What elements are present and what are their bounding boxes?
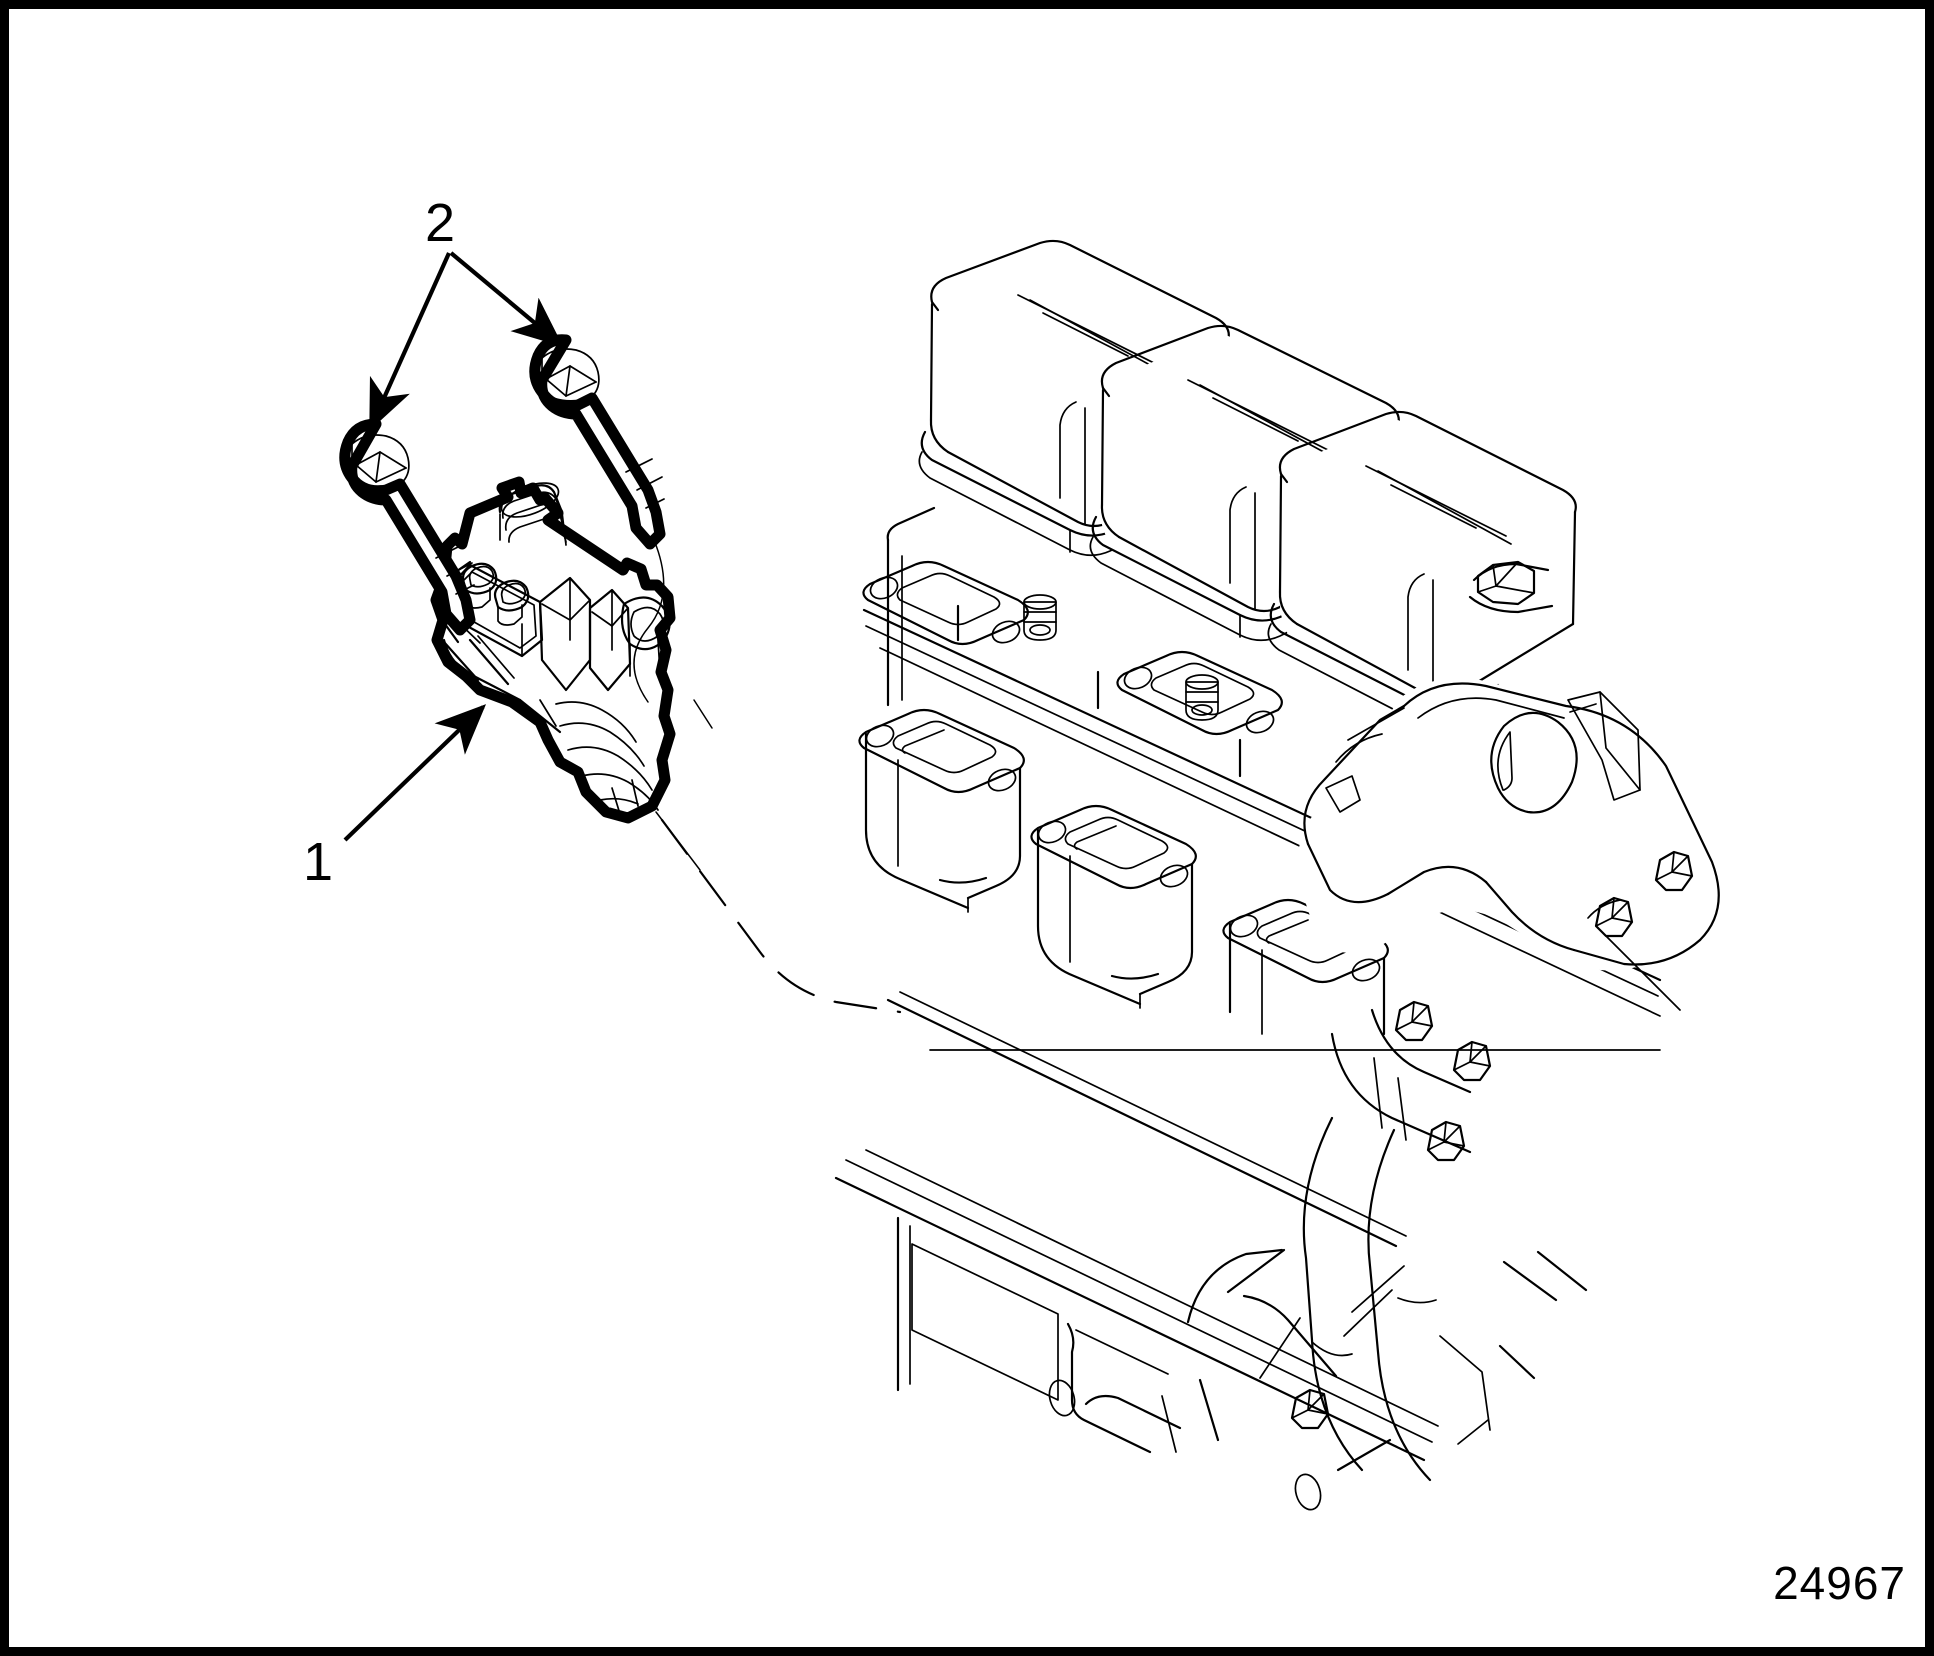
- block-front-edge: [1290, 1116, 1588, 1482]
- bracket-bolt-lower-2: [1452, 1040, 1492, 1082]
- phantom-line-injector: [660, 818, 902, 1014]
- plug-fitting-1: [1023, 594, 1057, 641]
- callout-1-leader: [343, 704, 487, 842]
- valve-cover-bolt-3: [1476, 560, 1536, 606]
- injector-hold-down-bolt-b: [529, 334, 666, 550]
- bracket-bolt-lower-left: [1394, 1000, 1434, 1042]
- front-mounting-bracket: [1297, 678, 1720, 1162]
- leader-line-1: [343, 704, 487, 842]
- phantom-line-bolt: [633, 539, 665, 703]
- exhaust-port-1: [858, 708, 1025, 913]
- injector-body: [440, 560, 671, 734]
- plug-fitting-2: [1185, 674, 1219, 721]
- figure-number: 24967: [1773, 1557, 1906, 1609]
- block-bolt-lower: [1290, 1388, 1330, 1430]
- callout-number-2: 2: [425, 193, 456, 253]
- valve-cover-3: [1267, 410, 1577, 729]
- bracket-bolt-mid: [1587, 896, 1681, 1011]
- block-lower-skirt: [834, 1149, 1439, 1511]
- callout-2-leaders: [369, 251, 564, 431]
- leader-line-2-right: [449, 251, 564, 347]
- intake-flange-1: [862, 560, 1029, 646]
- engine-cylinder-head-assembly: [834, 239, 1720, 1511]
- injector-hold-down-bolt-a: [339, 418, 476, 636]
- callout-number-1: 1: [303, 832, 334, 892]
- leader-line-2-left: [369, 252, 451, 431]
- intake-flange-2: [1116, 650, 1283, 736]
- block-parting-line: [886, 991, 1661, 1248]
- bracket-bolt-upper: [1654, 850, 1694, 892]
- exhaust-port-2: [1030, 804, 1197, 1009]
- injector-solenoid-cap: [498, 482, 567, 546]
- injector-nozzle-stack: [555, 701, 659, 815]
